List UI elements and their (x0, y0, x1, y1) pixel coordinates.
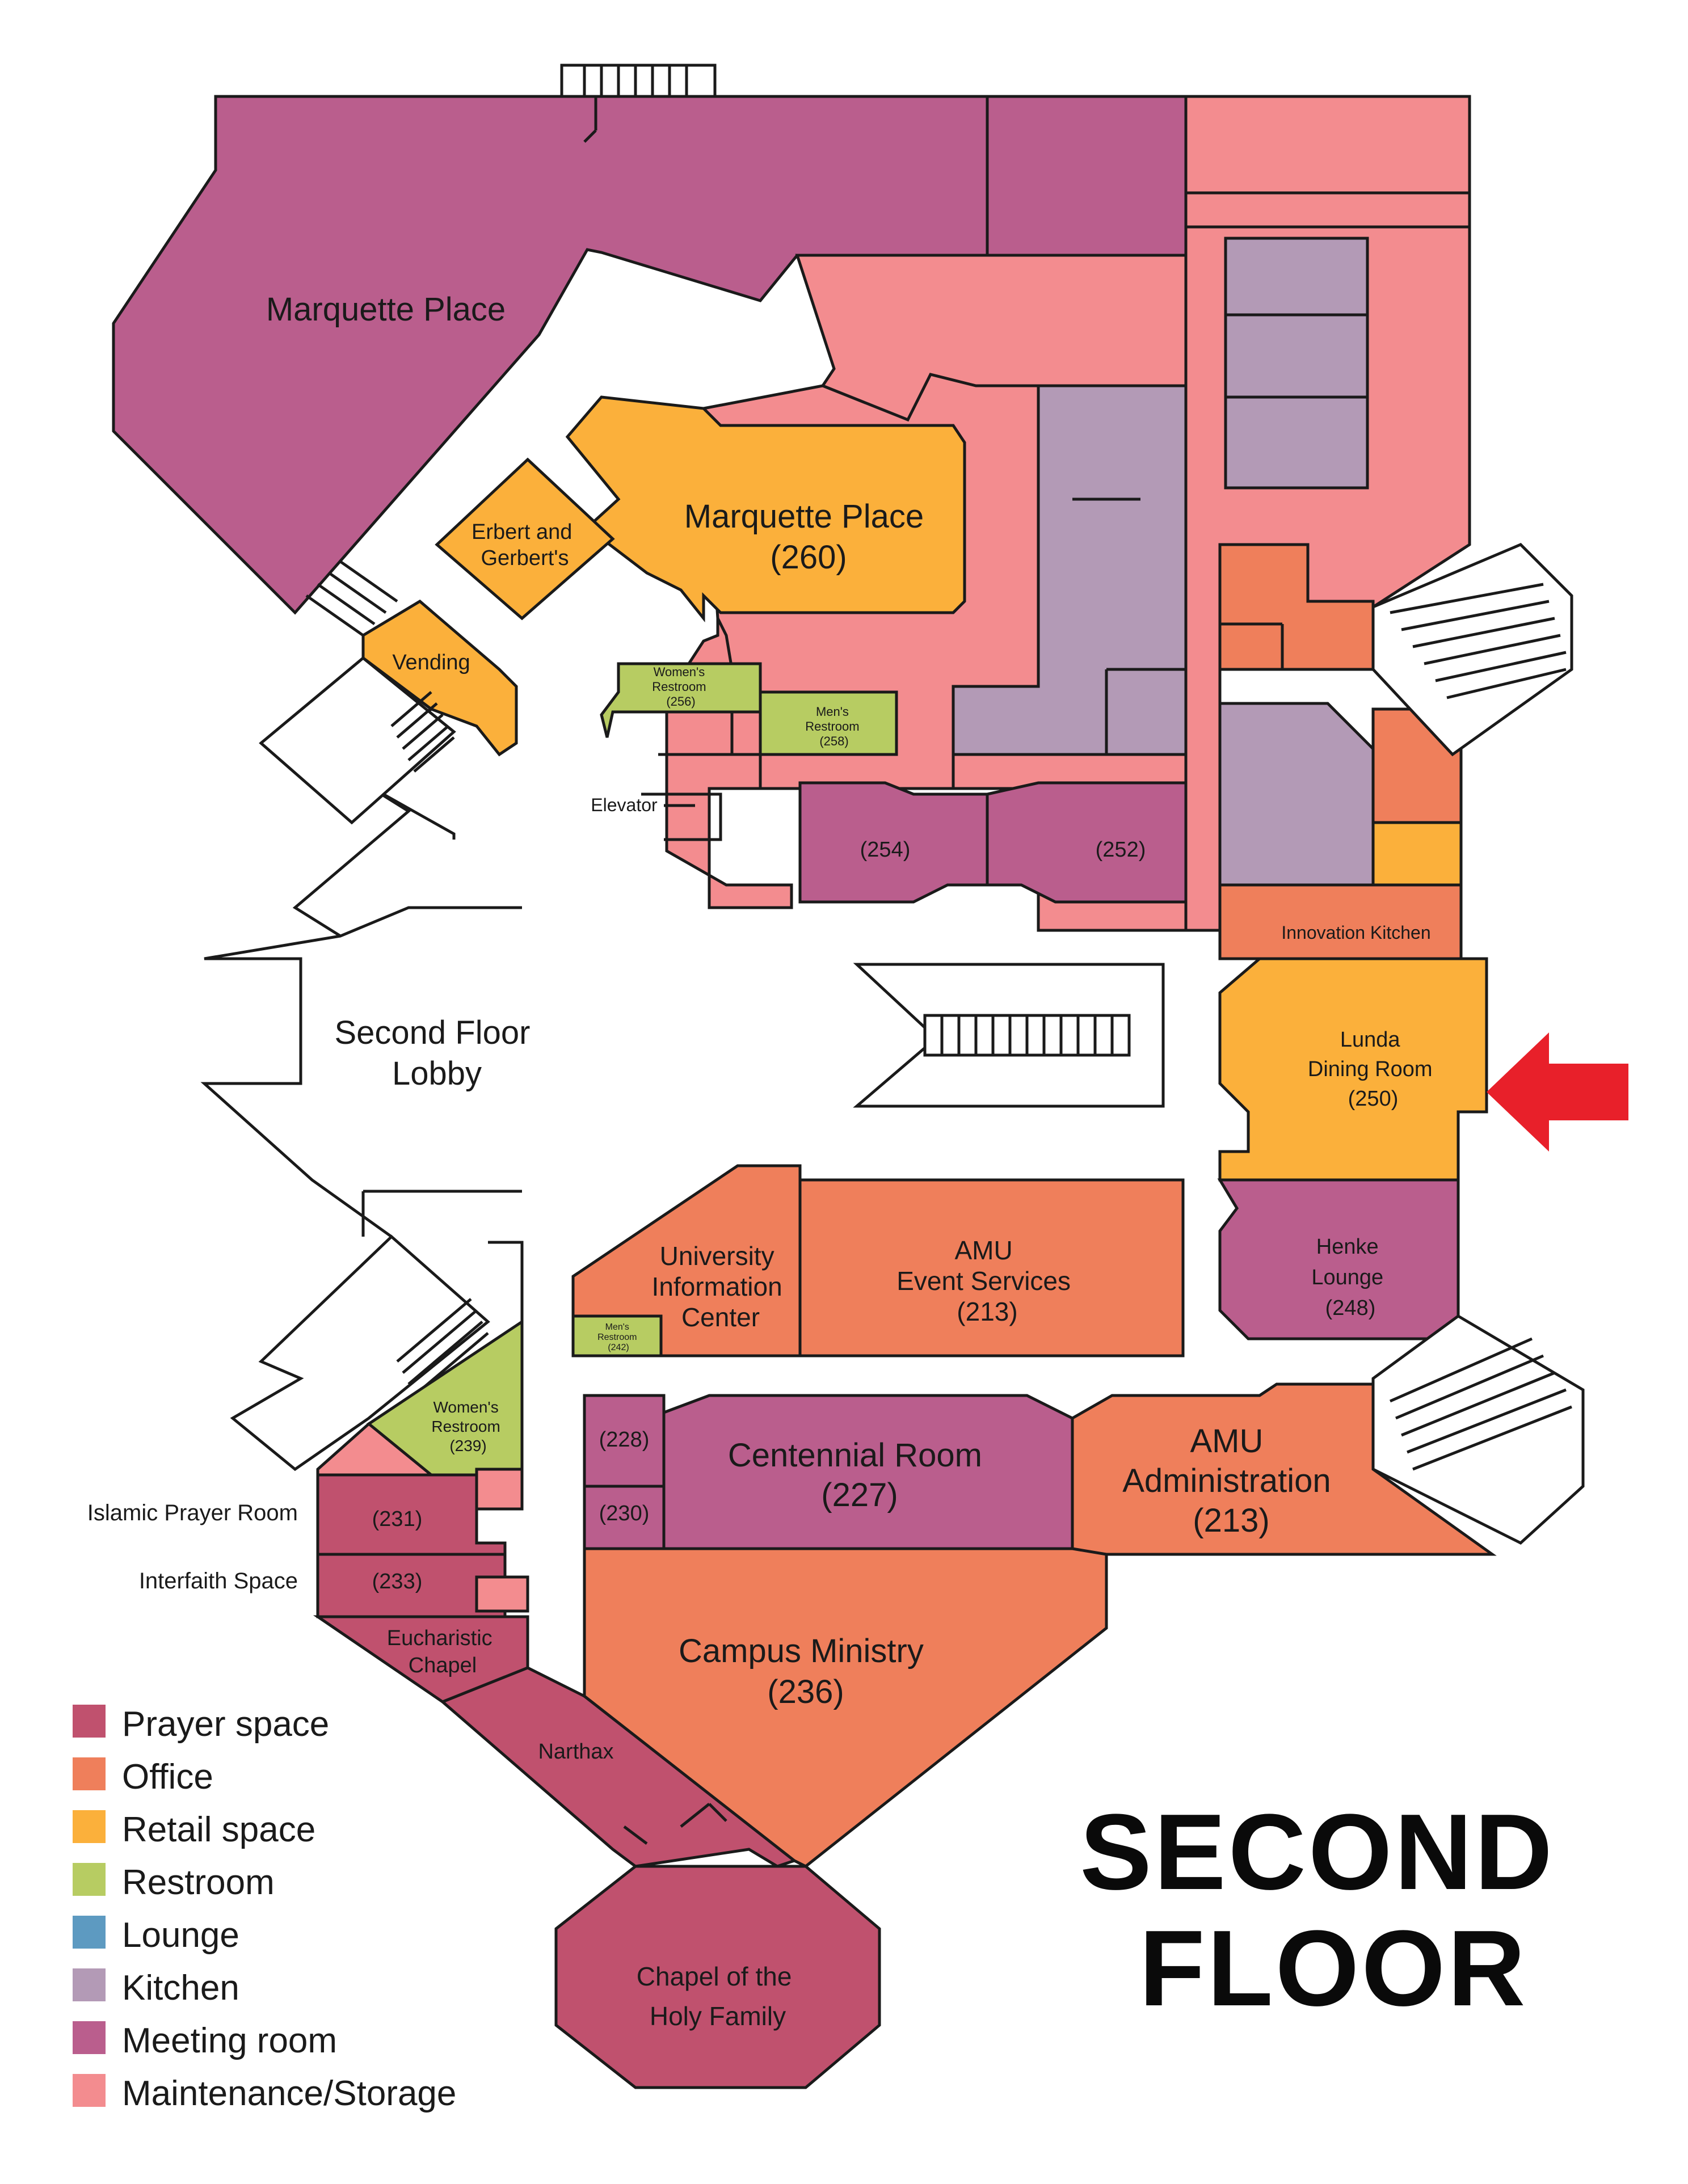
womens-restroom-256[interactable] (600, 662, 762, 738)
west-stairs-lower (230, 1234, 490, 1472)
mens-restroom-242[interactable] (571, 1314, 663, 1357)
east-stairs-lower (1371, 1314, 1585, 1545)
maintenance-west-2 (475, 1468, 524, 1511)
lunda-dining-room[interactable] (1218, 957, 1488, 1182)
label-room-231: (231) (372, 1507, 423, 1531)
location-arrow-icon (1487, 1032, 1628, 1152)
legend-label-maintenance: Maintenance/Storage (122, 2074, 456, 2113)
mens-restroom-258[interactable] (759, 690, 898, 756)
label-marquette-place: Marquette Place (266, 291, 506, 328)
lobby-outline (200, 656, 738, 1322)
label-lunda: Lunda Dining Room (250) (1308, 1028, 1438, 1111)
legend-label-retail: Retail space (122, 1810, 315, 1849)
floor-title: SECOND FLOOR (1080, 1792, 1587, 2029)
legend-label-lounge: Lounge (122, 1916, 239, 1955)
label-centennial: Centennial Room (227) (728, 1437, 991, 1513)
label-room-254: (254) (860, 838, 911, 862)
amu-administration[interactable] (1071, 1382, 1497, 1556)
label-eucharistic: Eucharistic Chapel (387, 1626, 498, 1677)
legend-swatch-restroom (73, 1863, 106, 1896)
west-stairs-upper (259, 560, 456, 825)
room-252[interactable] (986, 781, 1188, 904)
label-vending: Vending (392, 651, 470, 674)
label-room-252: (252) (1096, 838, 1146, 862)
legend-label-kitchen: Kitchen (122, 1968, 239, 2008)
label-innovation-kitchen: Innovation Kitchen (1281, 922, 1430, 943)
label-mens-258: Men's Restroom (258) (805, 705, 862, 748)
university-information-center[interactable] (571, 1164, 802, 1357)
label-erbert-gerberts: Erbert and Gerbert's (472, 520, 578, 570)
legend-swatch-lounge (73, 1916, 106, 1949)
retail-east-small (1371, 821, 1463, 887)
label-room-233: (233) (372, 1570, 423, 1593)
east-stairs-upper (1371, 543, 1573, 757)
top-stairs (560, 64, 717, 98)
label-interfaith: Interfaith Space (139, 1569, 298, 1593)
central-staircase (853, 963, 1165, 1108)
kitchen-center (952, 384, 1188, 756)
erbert-and-gerberts[interactable] (435, 457, 615, 621)
amu-event-services[interactable] (798, 1178, 1185, 1357)
kitchen-north (1224, 237, 1369, 490)
legend-swatch-kitchen (73, 1968, 106, 2001)
legend-label-meeting: Meeting room (122, 2021, 337, 2060)
label-room-228: (228) (599, 1428, 650, 1452)
label-womens-256: Women's Restroom (256) (652, 665, 709, 709)
innovation-kitchen[interactable] (1218, 883, 1463, 960)
marquette-place-260[interactable] (565, 395, 966, 623)
label-amu-event: AMU Event Services (213) (896, 1236, 1078, 1326)
label-marquette-place-260: Marquette Place (260) (684, 498, 933, 576)
kitchen-east (1218, 702, 1375, 887)
legend-label-prayer: Prayer space (122, 1705, 329, 1744)
label-lobby: Second Floor Lobby (334, 1014, 539, 1092)
label-chapel-holy-family: Chapel of the Holy Family (637, 1962, 799, 2031)
legend: Prayer space Office Retail space Restroo… (73, 1705, 456, 2113)
legend-swatch-retail (73, 1810, 106, 1843)
label-henke: Henke Lounge (248) (1311, 1235, 1389, 1320)
henke-lounge[interactable] (1217, 1178, 1460, 1340)
label-uic: University Information Center (652, 1241, 790, 1332)
label-elevator: Elevator (591, 795, 658, 815)
maintenance-west-3 (475, 1575, 529, 1613)
legend-swatch-office (73, 1757, 106, 1790)
label-room-230: (230) (599, 1502, 650, 1525)
legend-swatch-meeting (73, 2021, 106, 2054)
legend-swatch-prayer (73, 1705, 106, 1738)
legend-label-office: Office (122, 1757, 213, 1797)
office-east-1 (1218, 543, 1375, 671)
label-mens-242: Men's Restroom (242) (597, 1322, 639, 1352)
label-amu-admin: AMU Administration (213) (1122, 1423, 1340, 1539)
label-narthax: Narthax (538, 1740, 613, 1764)
label-womens-239: Women's Restroom (239) (431, 1398, 504, 1454)
chapel-of-the-holy-family[interactable] (554, 1865, 881, 2089)
label-campus-ministry: Campus Ministry (236) (679, 1633, 933, 1710)
label-islamic-prayer: Islamic Prayer Room (87, 1500, 298, 1525)
legend-label-restroom: Restroom (122, 1863, 275, 1902)
legend-swatch-maintenance (73, 2074, 106, 2107)
